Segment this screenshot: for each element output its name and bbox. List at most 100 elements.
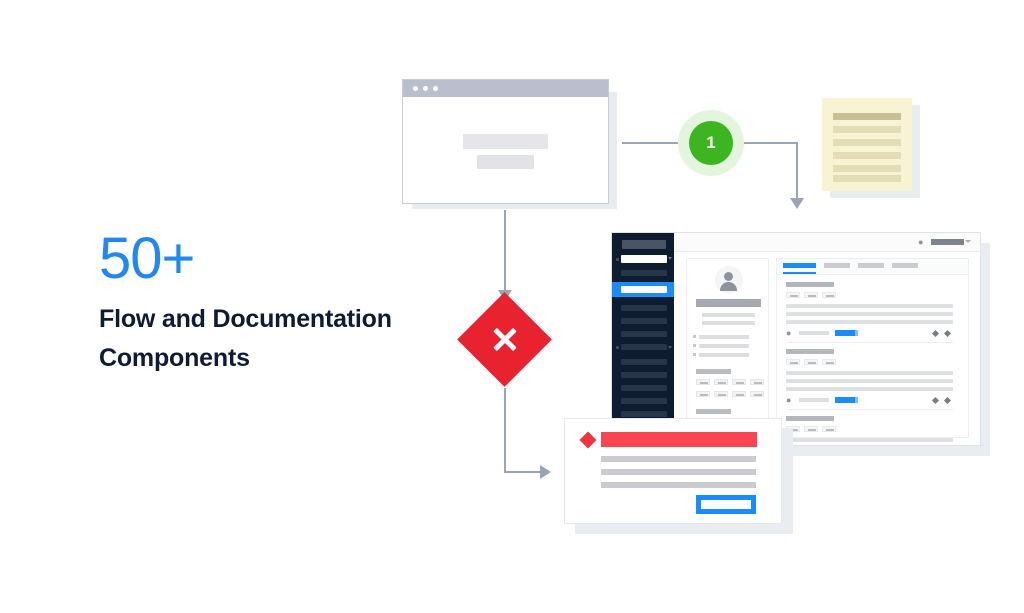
profile-tag[interactable] [696, 391, 710, 397]
profile-tag[interactable] [732, 379, 746, 385]
list-item-tag-label [790, 295, 798, 297]
document-note[interactable] [822, 98, 912, 191]
content-panel: ● ● [776, 258, 969, 442]
profile-bullet-line [699, 344, 749, 348]
progress-bar-remainder [855, 330, 858, 336]
profile-tag-label [736, 394, 744, 396]
error-diamond-icon [579, 431, 597, 449]
sidebar-item[interactable] [621, 270, 667, 276]
profile-tag-label [700, 382, 708, 384]
note-line [833, 165, 901, 172]
profile-card[interactable]: ● ● ● ● [686, 258, 769, 438]
profile-tag[interactable] [714, 379, 728, 385]
profile-tag-label [700, 394, 708, 396]
note-line-title [833, 113, 901, 120]
tab-item[interactable] [824, 263, 850, 268]
profile-tag-label [736, 382, 744, 384]
list-item-tag-label [808, 429, 816, 431]
chevron-down-icon[interactable] [668, 346, 672, 349]
search-input[interactable] [621, 255, 667, 263]
list-item-tag[interactable] [804, 292, 818, 298]
list-separator [786, 409, 953, 410]
sidebar-item[interactable] [621, 318, 667, 324]
progress-bar-remainder [855, 397, 858, 403]
list-item-tag[interactable] [804, 359, 818, 365]
arrowhead-to-note [790, 198, 804, 209]
chevron-down-icon[interactable] [668, 257, 672, 260]
list-item-text-line [786, 371, 953, 375]
page-title: Flow and Documentation Components [99, 305, 392, 372]
list-item-title [786, 282, 834, 287]
tab-item[interactable] [858, 263, 884, 268]
connector-decision-down [504, 388, 506, 473]
connector-decision-to-dialog [504, 471, 542, 473]
sidebar-item[interactable] [621, 305, 667, 311]
dashboard-header: ● [674, 233, 980, 252]
list-item-tag[interactable] [822, 359, 836, 365]
profile-tag[interactable] [750, 379, 764, 385]
tab-item[interactable] [892, 263, 918, 268]
sidebar-item[interactable] [621, 331, 667, 337]
headline-block: 50+ Flow and Documentation Components [99, 228, 459, 378]
action-diamond-icon[interactable] [943, 396, 952, 405]
action-diamond-icon[interactable] [931, 329, 940, 338]
profile-detail-line [702, 313, 755, 317]
error-dialog-confirm-button[interactable] [696, 495, 756, 514]
list-item-tag[interactable] [786, 292, 800, 298]
list-item-tag[interactable] [822, 292, 836, 298]
error-dialog-confirm-label [701, 500, 751, 509]
sidebar-item[interactable] [621, 385, 667, 391]
sidebar-item[interactable] [621, 372, 667, 378]
profile-tag[interactable] [750, 391, 764, 397]
bullet-icon [693, 335, 696, 338]
progress-bar [835, 397, 855, 403]
window-dot-maximize-icon [433, 86, 438, 91]
chevron-down-icon[interactable] [965, 240, 971, 243]
profile-name [696, 299, 761, 307]
list-item-text-line [786, 304, 953, 308]
profile-tag[interactable] [732, 391, 746, 397]
action-diamond-icon[interactable] [931, 396, 940, 405]
error-dialog[interactable] [564, 418, 782, 524]
user-icon: ● [786, 395, 792, 405]
profile-tag[interactable] [714, 391, 728, 397]
user-icon: ● [918, 237, 924, 247]
dashboard-mockup[interactable]: ● [611, 232, 981, 446]
list-item-title [786, 416, 834, 421]
search-icon [616, 258, 619, 261]
list-item-tag[interactable] [786, 359, 800, 365]
profile-detail-line [702, 321, 755, 325]
sidebar-item[interactable] [621, 359, 667, 365]
list-item-tag-label [826, 429, 834, 431]
sidebar-item-group[interactable] [621, 344, 667, 350]
error-dialog-text-line [601, 482, 756, 488]
list-item-tag[interactable] [804, 426, 818, 432]
tab-item-active[interactable] [783, 263, 816, 268]
sidebar-item-label [621, 286, 667, 293]
list-item-text-line [786, 387, 953, 391]
profile-tag-label [718, 394, 726, 396]
sidebar-item[interactable] [621, 411, 667, 417]
avatar [724, 272, 733, 281]
profile-section-header [696, 409, 731, 414]
action-diamond-icon[interactable] [943, 329, 952, 338]
profile-tag[interactable] [696, 379, 710, 385]
list-item-tag[interactable] [822, 426, 836, 432]
list-item-title [786, 349, 834, 354]
bullet-icon [693, 344, 696, 347]
list-item-text-line [786, 379, 953, 383]
bullet-icon [693, 353, 696, 356]
step-badge[interactable]: 1 [678, 110, 744, 176]
note-line [833, 126, 901, 133]
profile-tag-label [754, 394, 762, 396]
sidebar-item-active[interactable] [612, 282, 674, 297]
sidebar-item[interactable] [621, 398, 667, 404]
progress-bar [835, 330, 855, 336]
list-item-tag-label [826, 362, 834, 364]
note-line [833, 152, 901, 159]
list-item-user-name [799, 398, 829, 402]
browser-window-mockup[interactable] [402, 79, 609, 204]
connector-step-to-note [738, 142, 798, 144]
list-item-tag-label [808, 295, 816, 297]
